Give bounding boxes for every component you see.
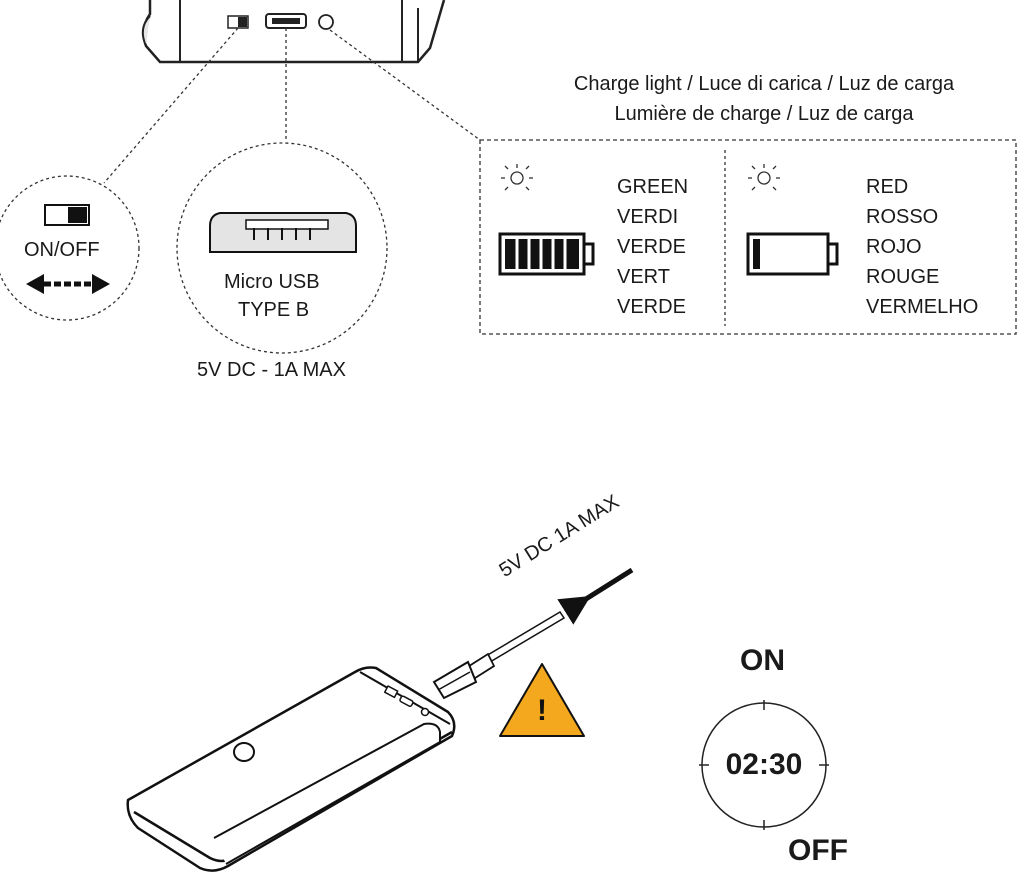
color-name: VERMELHO [866, 296, 979, 318]
switch-detail [0, 175, 140, 321]
micro-usb-icon [209, 212, 357, 253]
timer-off-label: OFF [788, 834, 848, 867]
battery-full-icon [498, 232, 595, 276]
timer-clock [699, 700, 829, 830]
color-name: VERDE [617, 296, 686, 318]
color-name: VERT [617, 266, 670, 288]
switch-toggle-icon[interactable] [44, 204, 90, 226]
device-side-view [141, 0, 446, 64]
sun-icon [748, 164, 780, 191]
motion-sensor [233, 742, 255, 762]
usb-cable [432, 610, 566, 700]
low-charge-color-list: RED ROSSO ROJO ROUGE VERMELHO [866, 172, 978, 322]
legend-header-line2: Lumière de charge / Luz de carga [614, 103, 914, 125]
usb-detail [176, 142, 388, 354]
side-usb-port [265, 13, 307, 29]
warning-icon [499, 663, 585, 737]
switch-label: ON/OFF [24, 239, 100, 261]
device-perspective [126, 666, 456, 872]
color-name: ROJO [866, 236, 922, 258]
color-name: VERDI [617, 206, 679, 228]
color-name: RED [866, 176, 909, 198]
usb-type-line1: Micro USB [224, 271, 320, 293]
timer-time: 02:30 [725, 748, 803, 781]
color-name: ROSSO [866, 206, 939, 228]
leader-lines [103, 27, 481, 184]
side-switch[interactable] [227, 15, 249, 29]
color-name: GREEN [617, 176, 689, 198]
usb-rating: 5V DC - 1A MAX [197, 359, 346, 381]
full-charge-color-list: GREEN VERDI VERDE VERT VERDE [617, 172, 688, 322]
battery-low-icon [746, 232, 839, 276]
insert-arrow [557, 567, 634, 625]
battery-low-level [753, 239, 760, 269]
sun-icon [501, 164, 533, 191]
color-name: ROUGE [866, 266, 940, 288]
double-arrow-icon [26, 274, 110, 294]
warning-symbol: ! [537, 694, 547, 727]
usb-type-line2: TYPE B [238, 299, 310, 321]
timer-on-label: ON [740, 644, 785, 677]
side-charge-led [318, 14, 334, 30]
color-name: VERDE [617, 236, 686, 258]
legend-header-line1: Charge light / Luce di carica / Luz de c… [573, 73, 955, 95]
